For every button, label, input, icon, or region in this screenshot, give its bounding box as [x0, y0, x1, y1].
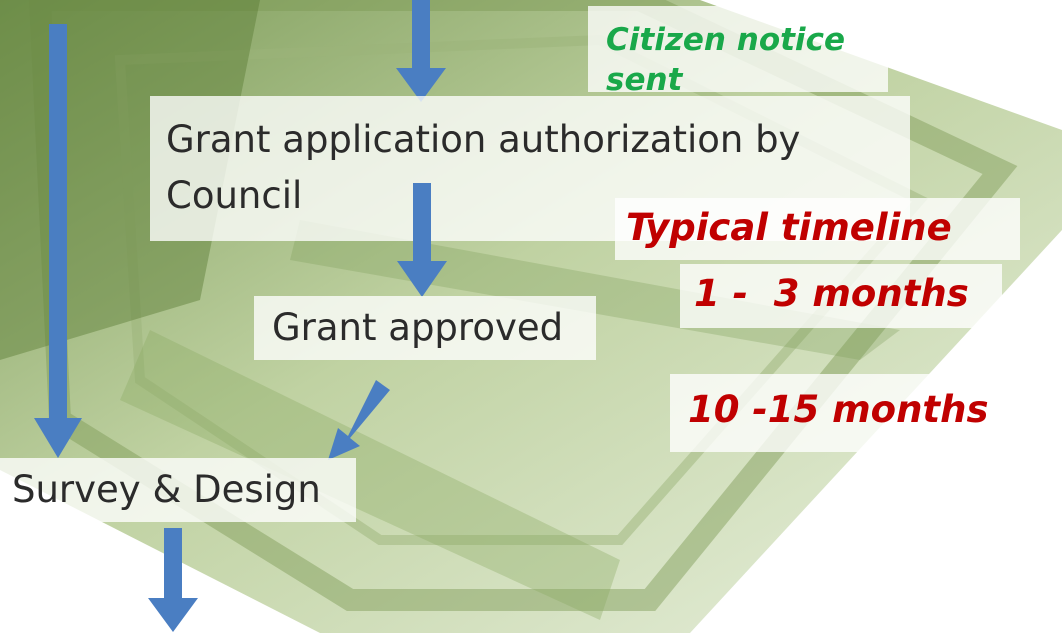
range-long-label: 10 -15 months: [688, 388, 989, 431]
citizen-notice-line1: Citizen notice: [606, 22, 845, 58]
grant-authorization-line1: Grant application authorization by: [166, 118, 801, 161]
range-long-box: [670, 374, 1040, 452]
arrow-down-bottom-icon: [148, 528, 198, 632]
typical-timeline-box: [615, 198, 1020, 260]
arrow-down-left-long-icon: [34, 24, 82, 458]
arrow-down-top-icon: [396, 0, 446, 102]
citizen-notice-box: [588, 6, 888, 92]
citizen-notice-line2: sent: [606, 62, 683, 98]
grant-approved-label: Grant approved: [272, 306, 564, 349]
range-short-label: 1 - 3 months: [694, 272, 969, 315]
grant-approved-box: [254, 296, 596, 360]
range-short-box: [680, 264, 1002, 328]
arrow-diagonal-icon: [328, 380, 390, 460]
grant-authorization-line2: Council: [166, 174, 303, 217]
survey-design-label: Survey & Design: [12, 468, 321, 511]
arrow-down-middle-icon: [397, 183, 447, 297]
typical-timeline-label: Typical timeline: [626, 206, 952, 249]
survey-design-box: [0, 458, 356, 522]
